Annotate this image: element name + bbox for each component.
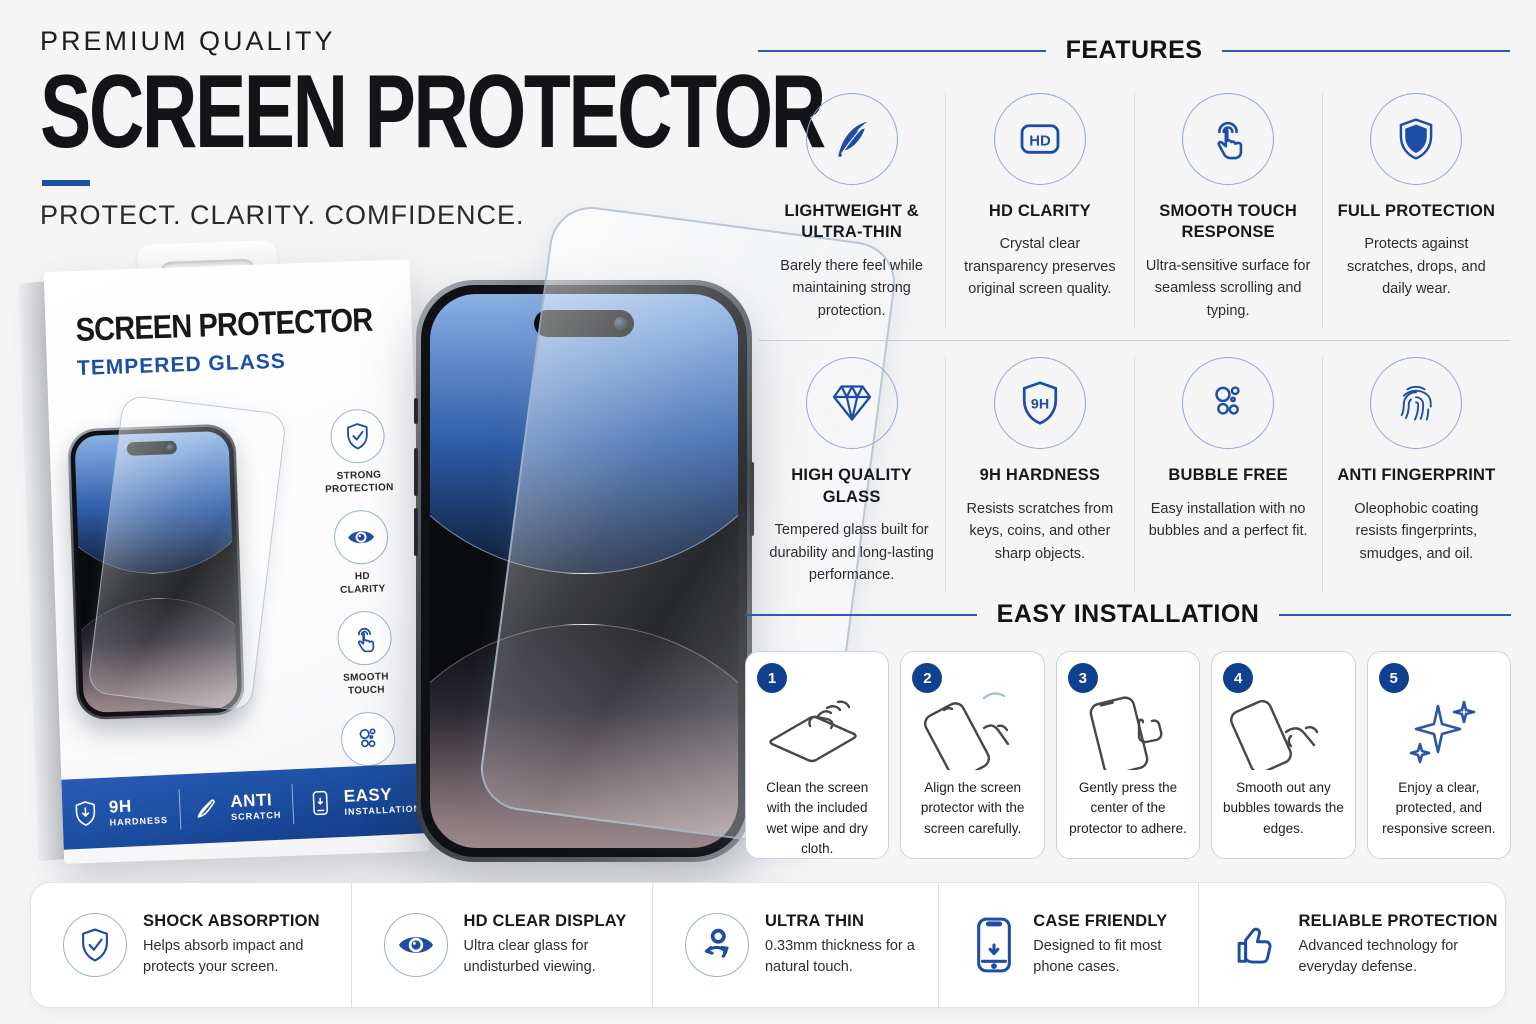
feature-smooth-touch: SMOOTH TOUCH RESPONSE Ultra-sensitive su…	[1133, 93, 1322, 329]
header-line	[745, 613, 977, 616]
box-feature-bubble-free: BUBBLE FREE	[321, 710, 416, 799]
band-divider	[291, 784, 295, 825]
box-subtitle: TEMPERED GLASS	[76, 349, 287, 381]
eye-icon	[383, 913, 448, 977]
box-feature-strong-protection: STRONG PROTECTION	[311, 408, 406, 497]
wipe-cloth-illustration	[758, 688, 876, 770]
feature-bubble-free: BUBBLE FREE Easy installation with no bu…	[1133, 357, 1322, 593]
volume-down-button	[414, 508, 418, 556]
product-photo	[410, 201, 930, 884]
benefit-ultra-thin: ULTRA THIN 0.33mm thickness for a natura…	[651, 883, 938, 1007]
header-line	[1279, 613, 1511, 616]
band-divider	[178, 789, 182, 830]
features-header: FEATURES	[758, 36, 1510, 65]
benefit-case-friendly: CASE FRIENDLY Designed to fit most phone…	[938, 883, 1197, 1007]
step-number-badge: 4	[1223, 663, 1254, 693]
benefit-shock-absorption: SHOCK ABSORPTION Helps absorb impact and…	[31, 883, 351, 1007]
sparkles-illustration	[1380, 688, 1498, 770]
fingerprint-icon	[1370, 357, 1463, 450]
installation-header: EASY INSTALLATION	[745, 600, 1511, 629]
step-card-4: 4 Smooth out any bubbles towards the edg…	[1211, 651, 1356, 859]
feature-high-quality-glass: HIGH QUALITY GLASS Tempered glass built …	[758, 357, 945, 592]
mute-switch	[414, 398, 418, 424]
shield-9h-icon: 9H	[993, 357, 1086, 450]
benefits-bar: SHOCK ABSORPTION Helps absorb impact and…	[30, 882, 1506, 1008]
step-number-badge: 5	[1378, 663, 1409, 693]
feather-icon	[805, 93, 898, 185]
features-row-1: LIGHTWEIGHT & ULTRA-THIN Barely there fe…	[758, 93, 1510, 329]
svg-text:9H: 9H	[1031, 397, 1049, 413]
installation-heading: EASY INSTALLATION	[996, 600, 1260, 628]
box-feature-hd-clarity: HD CLARITY	[314, 509, 409, 598]
features-heading: FEATURES	[1065, 36, 1203, 64]
feature-hd-clarity: HD HD CLARITY Crystal clear transparency…	[945, 93, 1133, 329]
shield-impact-icon	[69, 798, 100, 829]
hd-icon: HD	[993, 93, 1086, 185]
benefit-hd-clear-display: HD CLEAR DISPLAY Ultra clear glass for u…	[350, 883, 652, 1007]
bubbles-icon	[1182, 357, 1275, 450]
kicker-text: PREMIUM QUALITY	[40, 26, 336, 56]
header-line	[1222, 49, 1510, 52]
step-card-1: 1 Clean the screen with the included wet…	[745, 651, 890, 859]
page-title: SCREEN PROTECTOR	[40, 54, 826, 170]
svg-text:HD: HD	[1029, 133, 1051, 149]
feature-full-protection: FULL PROTECTION Protects against scratch…	[1321, 93, 1510, 329]
installation-steps: 1 Clean the screen with the included wet…	[745, 651, 1512, 859]
touch-icon	[1182, 93, 1275, 185]
pen-icon	[191, 792, 222, 823]
volume-up-button	[414, 448, 418, 496]
thumbs-up-icon	[1231, 919, 1283, 971]
installation-section: EASY INSTALLATION 1 Clean the screen wit…	[745, 600, 1512, 859]
step-card-2: 2 Align the screen protector with the sc…	[900, 651, 1045, 859]
box-title: SCREEN PROTECTOR	[75, 300, 373, 349]
features-section: FEATURES LIGHTWEIGHT & ULTRA-THIN Barely…	[758, 36, 1510, 593]
benefit-reliable-protection: RELIABLE PROTECTION Advanced technology …	[1197, 883, 1505, 1007]
step-number-badge: 3	[1067, 663, 1098, 693]
step-number-badge: 2	[912, 663, 943, 693]
step-card-5: 5 Enjoy a clear, protected, and responsi…	[1366, 651, 1512, 859]
step-card-3: 3 Gently press the center of the protect…	[1055, 651, 1201, 859]
features-row-divider	[758, 340, 1510, 342]
title-underline	[42, 180, 90, 187]
header-line	[758, 49, 1046, 52]
box-feature-list: STRONG PROTECTION HD CLARITY SMOOTH TOUC…	[311, 408, 417, 800]
box-front-face: SCREEN PROTECTOR TEMPERED GLASS	[43, 259, 431, 864]
diamond-icon	[805, 357, 898, 450]
shield-check-icon	[329, 408, 386, 465]
headline-block: PREMIUM QUALITY SCREEN PROTECTOR PROTECT…	[40, 26, 826, 231]
align-protector-illustration	[914, 688, 1032, 770]
phone-icon	[971, 916, 1017, 974]
product-box: SCREEN PROTECTOR TEMPERED GLASS	[18, 239, 431, 872]
eye-icon	[333, 509, 390, 566]
glass-sheet	[86, 394, 288, 713]
shield-check-icon	[63, 913, 127, 977]
phone-install-icon	[304, 787, 335, 818]
step-number-badge: 1	[757, 663, 787, 693]
press-center-illustration	[1069, 688, 1187, 770]
box-feature-smooth-touch: SMOOTH TOUCH	[318, 610, 413, 699]
ultra-thin-icon	[684, 913, 749, 977]
tagline-text: PROTECT. CLARITY. COMFIDENCE.	[40, 200, 525, 231]
shield-icon	[1370, 93, 1463, 185]
feature-lightweight: LIGHTWEIGHT & ULTRA-THIN Barely there fe…	[758, 93, 945, 328]
touch-icon	[336, 610, 393, 667]
features-row-2: HIGH QUALITY GLASS Tempered glass built …	[758, 357, 1510, 593]
bubbles-icon	[340, 711, 397, 768]
feature-anti-fingerprint: ANTI FINGERPRINT Oleophobic coating resi…	[1321, 357, 1510, 593]
smooth-bubbles-illustration	[1224, 688, 1342, 770]
feature-9h-hardness: 9H 9H HARDNESS Resists scratches from ke…	[945, 357, 1133, 593]
